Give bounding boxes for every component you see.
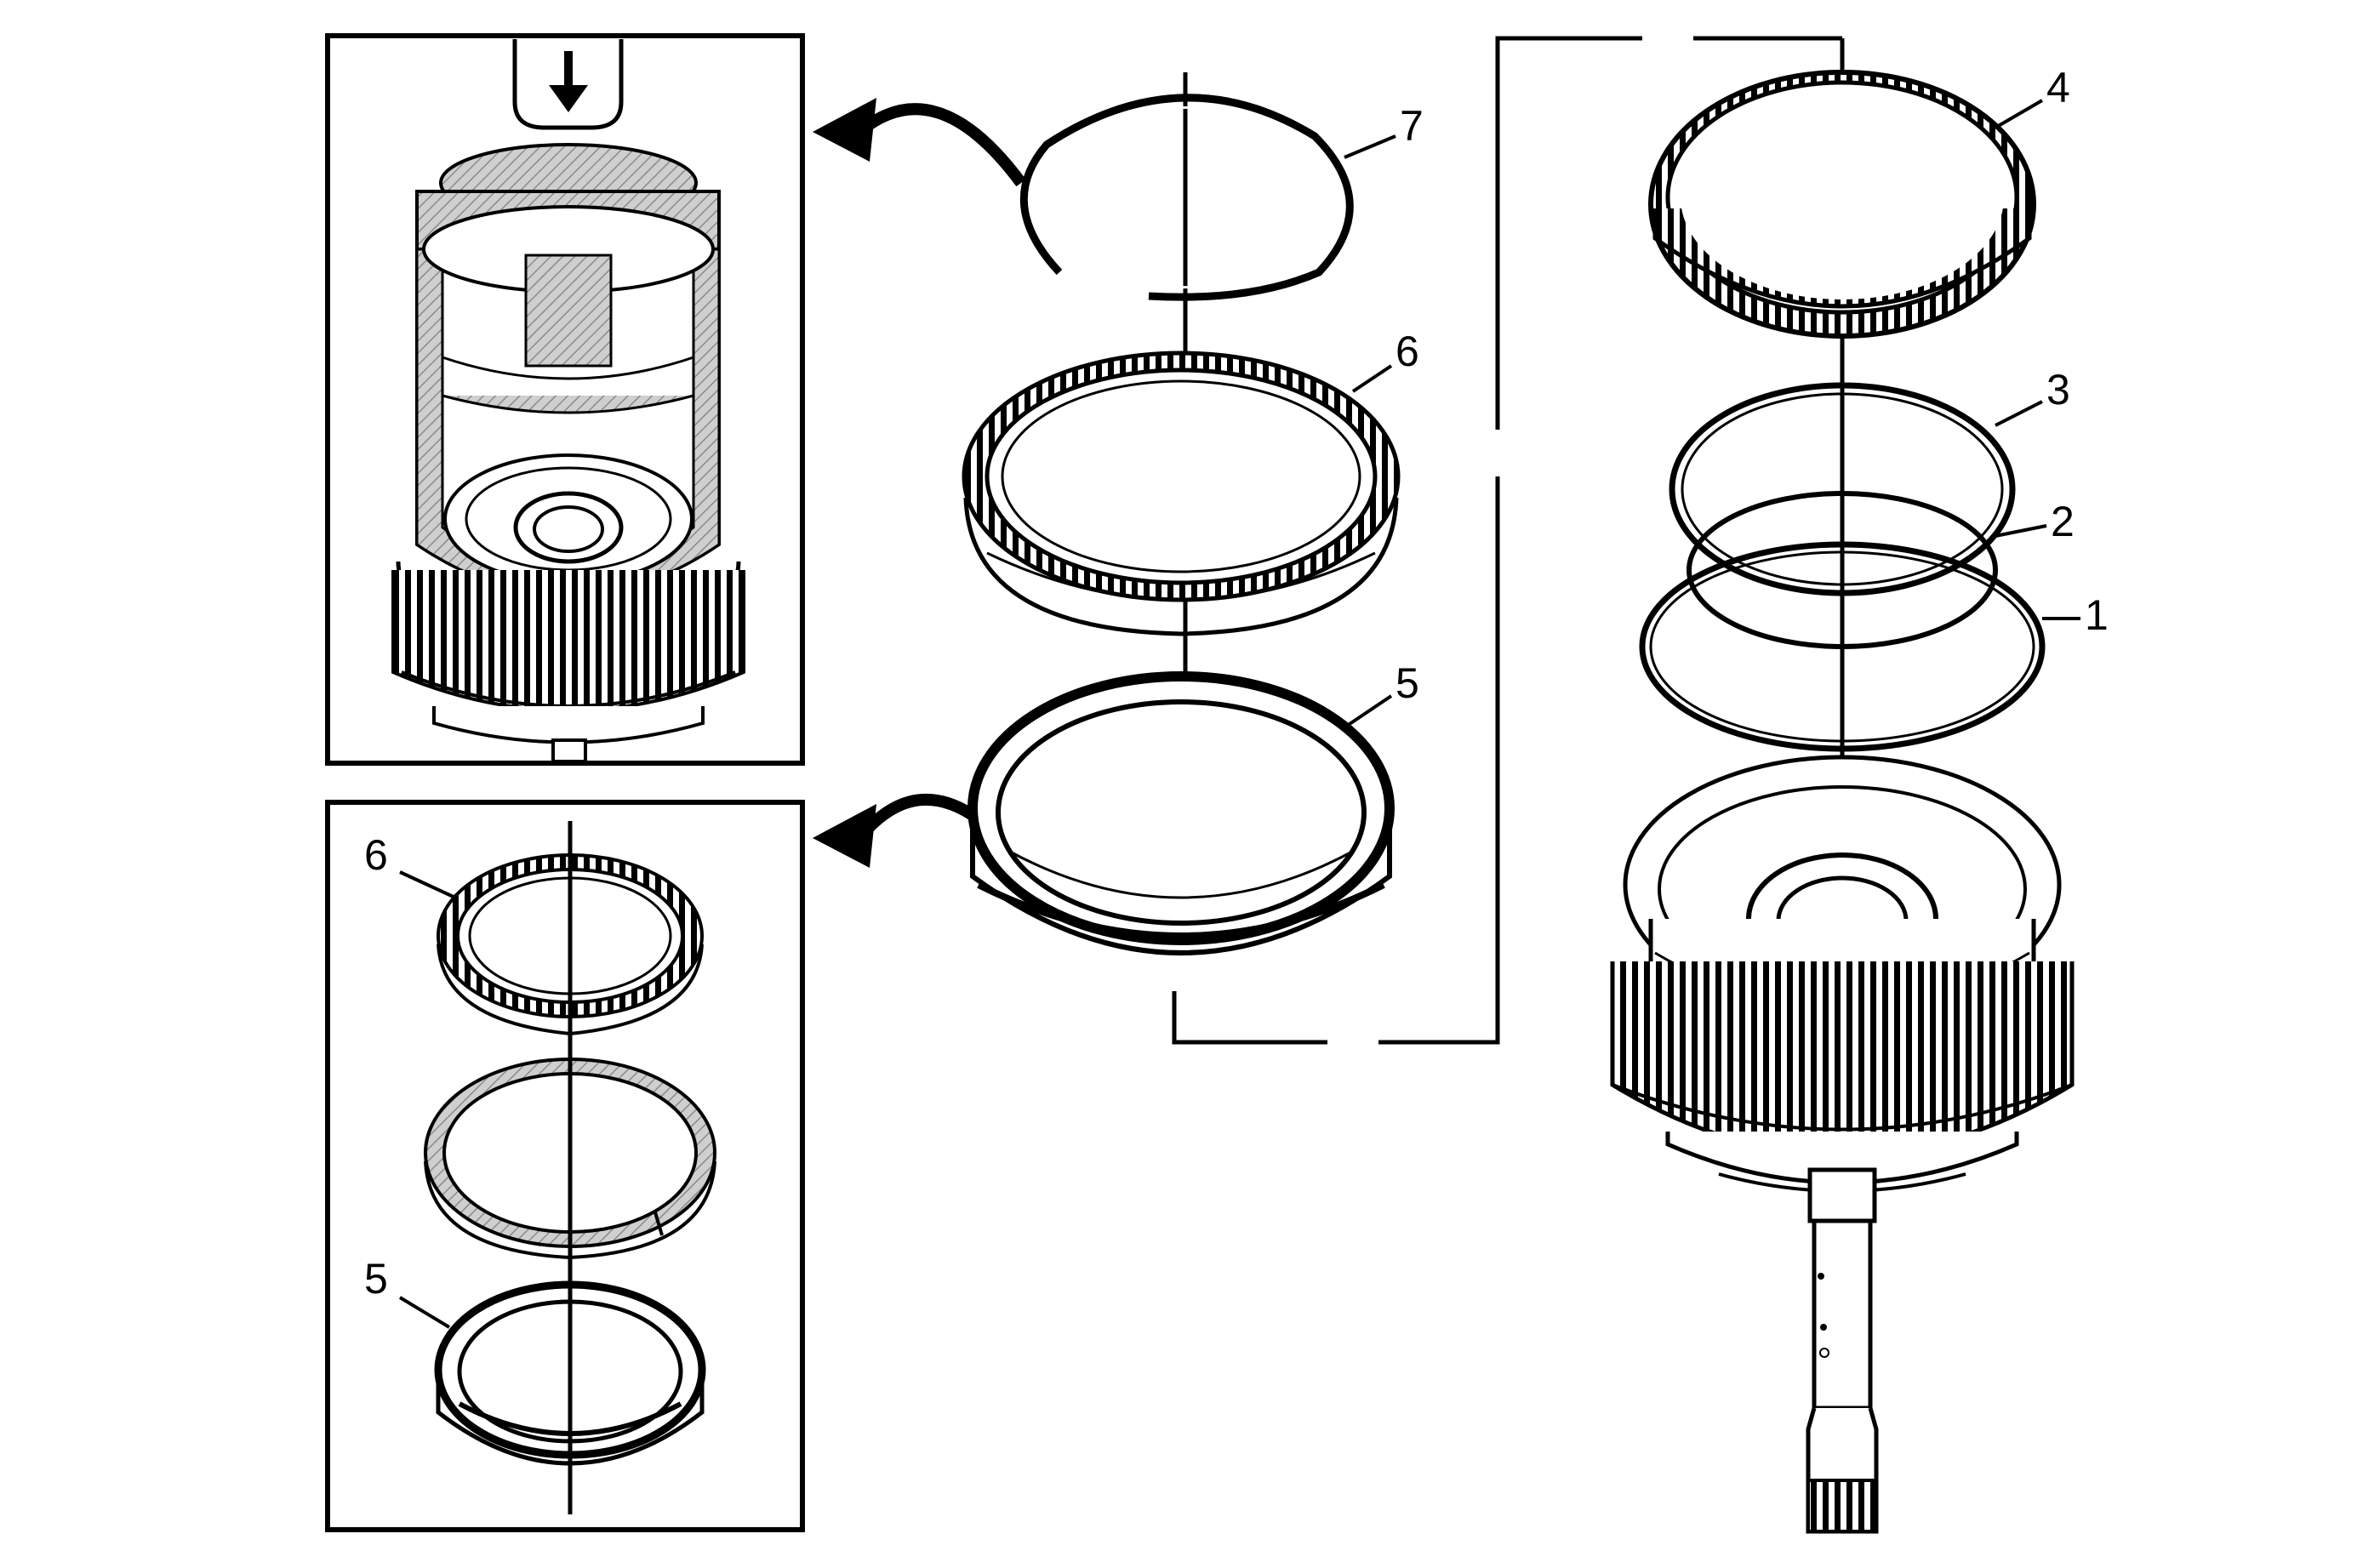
inset-frame-bottom	[325, 800, 805, 1532]
svg-text:1: 1	[2085, 591, 2109, 639]
inset-seal-detail: 6 5	[325, 800, 805, 1532]
svg-text:7: 7	[1400, 102, 1424, 150]
curved-arrow-icon	[813, 98, 1026, 187]
part-5-piston-ring	[967, 671, 1395, 955]
part-6-toothed-ring	[962, 351, 1401, 636]
inset-callout-6: 6	[364, 831, 456, 899]
svg-text:4: 4	[2046, 64, 2070, 111]
svg-text:3: 3	[2046, 366, 2070, 413]
alignment-bracket	[1172, 36, 1842, 1045]
callout-3: 3	[1995, 366, 2070, 427]
svg-text:2: 2	[2051, 498, 2075, 545]
svg-text:5: 5	[364, 1255, 388, 1303]
curved-arrow-icon	[813, 793, 996, 868]
callout-4: 4	[1994, 64, 2070, 129]
callout-1: 1	[2042, 591, 2109, 639]
svg-text:6: 6	[364, 831, 388, 879]
svg-text:6: 6	[1395, 328, 1419, 375]
housing-in-inset	[391, 453, 745, 763]
input-shaft	[1806, 1167, 1879, 1534]
callout-5: 5	[1343, 659, 1419, 729]
inset-install-tool	[325, 33, 805, 766]
clutch-housing	[1610, 755, 2075, 1193]
callout-2: 2	[1995, 498, 2075, 545]
part-4-clutch-ring	[1648, 70, 2036, 339]
part-1-seal	[1639, 541, 2046, 752]
part-3-seal	[1669, 382, 2016, 596]
svg-text:5: 5	[1395, 659, 1419, 707]
callout-7: 7	[1344, 102, 1424, 159]
inset-callout-5: 5	[364, 1255, 451, 1329]
callout-6: 6	[1351, 328, 1419, 393]
part-2-seal	[1687, 491, 1998, 649]
down-arrow-icon	[549, 51, 588, 112]
press-tool	[512, 39, 624, 130]
part-7-snap-ring	[1019, 94, 1354, 301]
